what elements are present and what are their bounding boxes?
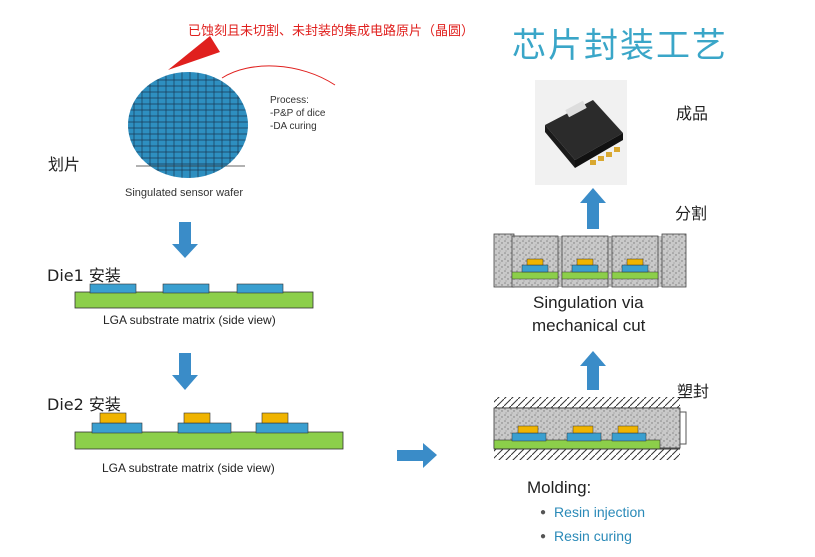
wafer-note: 已蚀刻且未切割、未封装的集成电路原片（晶圆） [188,24,475,39]
down-arrow-1 [172,222,198,258]
up-arrow-2 [580,188,606,229]
right-arrow [397,443,437,468]
process-line-1: -P&P of dice [270,108,326,119]
step-die2-label: Die2 安装 [47,395,121,414]
red-pointer-arrow [168,36,220,70]
step-product-label: 成品 [676,104,709,123]
molding-bullet-1: ● Resin injection [540,504,645,520]
up-arrow-1 [580,351,606,390]
wafer-graphic [128,72,248,178]
process-line-2: -DA curing [270,121,317,132]
substrate-caption-2: LGA substrate matrix (side view) [102,461,275,475]
molding-title: Molding: [527,478,592,497]
bullet-dot-icon: ● [540,531,547,542]
molding-graphic [493,397,687,460]
wafer-caption: Singulated sensor wafer [125,187,244,199]
molding-bullet-text: Resin injection [554,504,646,520]
red-curve [221,65,336,86]
substrate-die1 [74,283,314,309]
step-die1-label: Die1 安装 [47,266,121,285]
molding-bullet-2: ● Resin curing [540,528,632,544]
singulation-line-1: Singulation via [533,293,644,312]
page-title: 芯片封装工艺 [512,26,728,66]
bullet-dot-icon: ● [540,507,547,518]
product-chip-image [535,80,627,185]
step-dicing-label: 划片 [48,155,81,174]
down-arrow-2 [172,353,198,390]
singulation-line-2: mechanical cut [532,316,646,335]
process-title: Process: [270,95,309,106]
molding-bullet-text: Resin curing [554,528,632,544]
singulated-units [493,233,687,288]
substrate-caption-1: LGA substrate matrix (side view) [103,313,276,327]
substrate-die2 [74,412,344,450]
step-mold-label: 塑封 [677,382,710,401]
step-separate-label: 分割 [675,204,708,223]
